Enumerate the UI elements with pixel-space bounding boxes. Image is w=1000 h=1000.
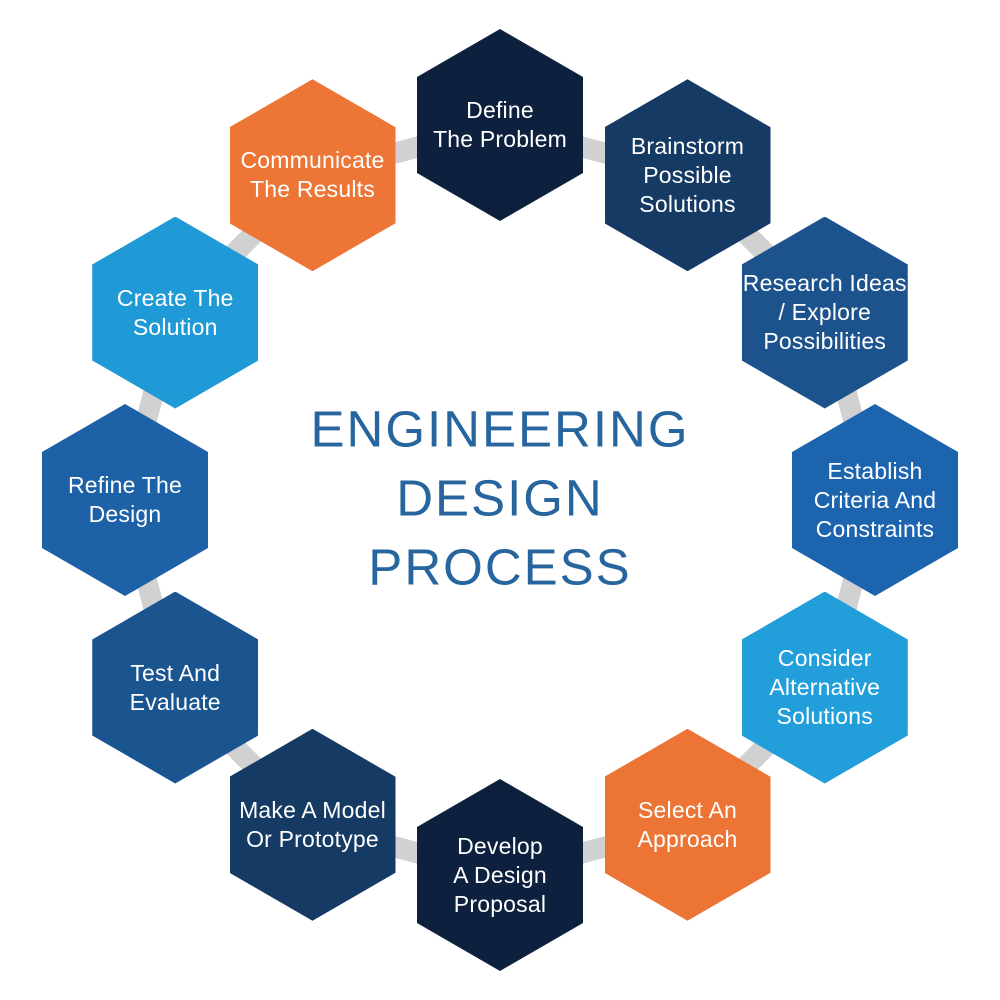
hex-label-line: Evaluate <box>129 688 221 715</box>
hex-label-line: Create The <box>116 284 234 311</box>
hex-label-line: A Design <box>453 861 547 888</box>
hex-label-line: Test And <box>130 659 221 686</box>
hex-label-line: / Explore <box>778 299 872 325</box>
hex-label-line: Solutions <box>639 190 736 217</box>
hex-label-line: Solutions <box>776 703 873 729</box>
hex-label-line: Alternative <box>769 674 881 700</box>
hex-label-line: Make A Model <box>239 796 386 823</box>
hex-label-line: Constraints <box>815 515 935 542</box>
hex-label-line: Define <box>466 97 534 123</box>
hex-label-line: Brainstorm <box>630 132 745 159</box>
hex-label-line: Consider <box>777 645 872 671</box>
hex-label-line: Criteria And <box>813 486 937 513</box>
hex-label-line: Design <box>88 501 162 527</box>
title-line-2: DESIGN <box>396 469 604 527</box>
hex-label-line: Research Ideas <box>742 270 907 296</box>
hex-label-line: Establish <box>827 457 923 484</box>
hex-label-line: Or Prototype <box>246 825 379 852</box>
diagram-title: ENGINEERING DESIGN PROCESS <box>310 395 689 602</box>
hex-label-line: Proposal <box>453 890 547 917</box>
title-line-3: PROCESS <box>368 538 632 596</box>
hex-label-line: Develop <box>457 832 543 859</box>
hex-label-line: Select An <box>638 796 737 823</box>
hex-label-line: The Problem <box>433 126 567 152</box>
hex-label-line: The Results <box>250 176 375 203</box>
hex-label-line: Communicate <box>240 147 385 174</box>
hex-label-line: Possible <box>643 161 732 188</box>
hex-label-line: Solution <box>132 313 218 340</box>
hex-label-line: Refine The <box>67 472 183 498</box>
hex-label-line: Possibilities <box>763 328 887 354</box>
title-line-1: ENGINEERING <box>310 400 690 458</box>
hex-label-line: Approach <box>637 825 738 852</box>
